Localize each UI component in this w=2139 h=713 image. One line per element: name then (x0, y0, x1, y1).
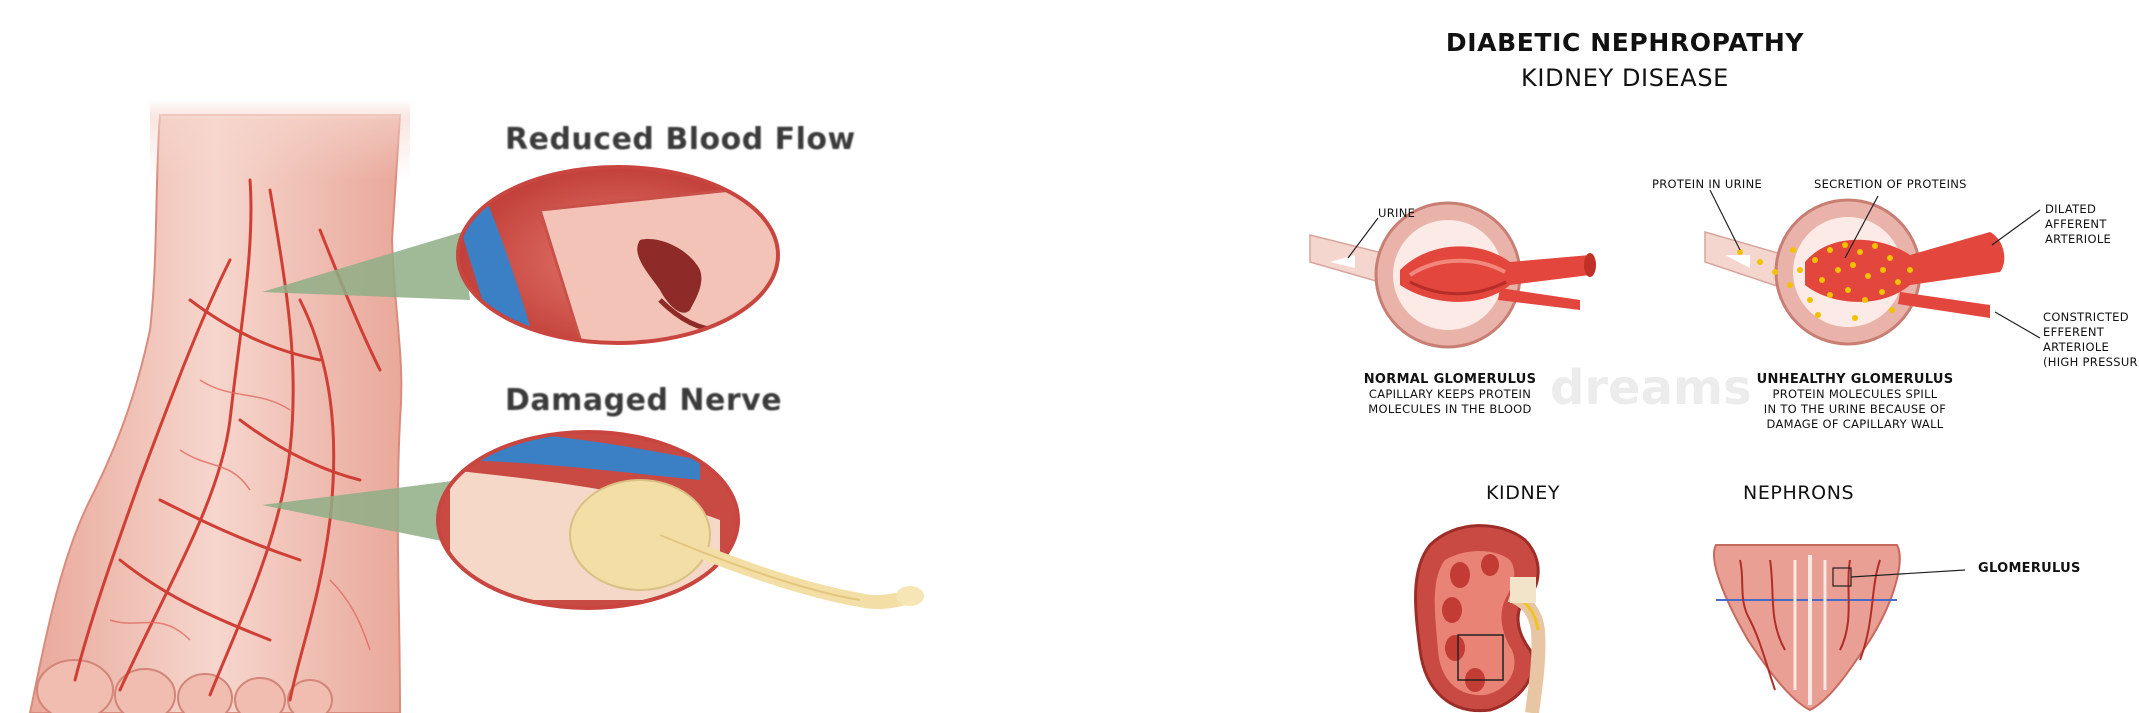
nephrons-illustration (1714, 545, 1900, 710)
unhealthy-glomerulus-caption: UNHEALTHY GLOMERULUS PROTEIN MOLECULES S… (1740, 372, 1970, 432)
kidney-illustration (1416, 526, 1539, 713)
constricted-efferent-callout: CONSTRICTED EFFERENT ARTERIOLE (HIGH PRE… (2043, 310, 2139, 370)
normal-glomerulus-caption: NORMAL GLOMERULUS CAPILLARY KEEPS PROTEI… (1350, 372, 1550, 417)
normal-glomerulus-illustration (1310, 203, 1596, 347)
unhealthy-glomerulus-heading: UNHEALTHY GLOMERULUS (1740, 372, 1970, 387)
urine-callout: URINE (1378, 206, 1415, 221)
diagram-subtitle: KIDNEY DISEASE (1410, 64, 1840, 92)
diagram-title: DIABETIC NEPHROPATHY (1410, 28, 1840, 57)
nephropathy-diagram-panel: dreams (1270, 0, 2139, 713)
nephrons-heading: NEPHRONS (1743, 482, 1854, 504)
kidney-heading: KIDNEY (1486, 482, 1560, 504)
secretion-of-proteins-callout: SECRETION OF PROTEINS (1814, 177, 1967, 192)
foot-illustration-panel: Reduced Blood Flow Damaged Nerve (0, 0, 1000, 713)
damaged-nerve-label: Damaged Nerve (505, 383, 782, 418)
damaged-nerve-cross-section (430, 430, 750, 610)
dilated-afferent-callout: DILATED AFFERENT ARTERIOLE (2045, 202, 2111, 247)
foot-illustration (0, 0, 1000, 713)
glomerulus-callout: GLOMERULUS (1978, 561, 2081, 576)
normal-glomerulus-heading: NORMAL GLOMERULUS (1350, 372, 1550, 387)
blood-vessel-cross-section (440, 160, 800, 360)
foot-shape (30, 115, 401, 713)
protein-in-urine-callout: PROTEIN IN URINE (1652, 177, 1762, 192)
nephropathy-diagram (1270, 0, 2139, 713)
unhealthy-glomerulus-illustration (1705, 200, 2004, 344)
reduced-blood-flow-label: Reduced Blood Flow (505, 122, 856, 157)
